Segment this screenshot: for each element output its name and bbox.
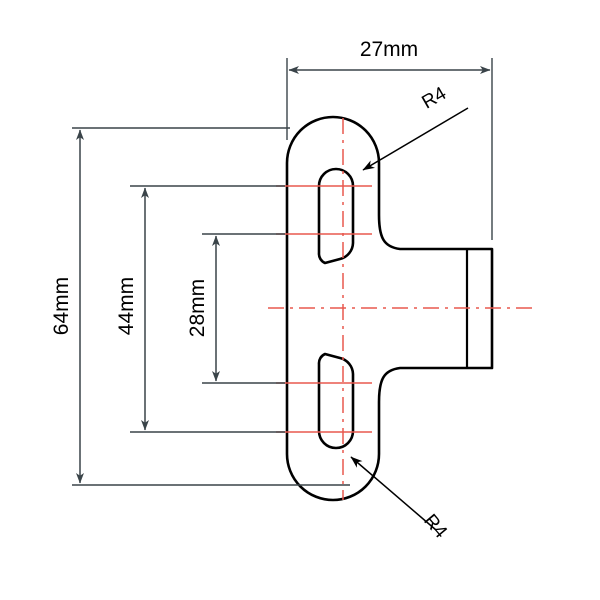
overall-height-label: 64mm [50, 277, 73, 335]
bottom-radius-label: R4 [419, 510, 451, 542]
plate-outline [285, 115, 494, 502]
bottom-radius-leader [350, 456, 437, 531]
overall-width-label: 27mm [360, 38, 418, 61]
slot-inner-span-dimension: 28mm [186, 233, 285, 384]
lower-slot-outline [317, 352, 355, 450]
overall-width-dimension: 27mm [286, 38, 493, 240]
slot-outer-span-dimension: 44mm [115, 185, 285, 433]
upper-elongated-slot [317, 167, 355, 265]
overall-height-dimension: 64mm [50, 127, 350, 486]
top-radius-leader [362, 107, 469, 171]
main-plate-body [285, 115, 494, 502]
bottom-radius-callout: R4 [350, 456, 451, 543]
top-radius-label: R4 [418, 83, 450, 114]
upper-slot-outline [317, 167, 355, 265]
centerlines [268, 118, 533, 500]
lower-elongated-slot [317, 352, 355, 450]
slot-outer-span-label: 44mm [115, 277, 138, 335]
slot-inner-span-label: 28mm [186, 279, 209, 337]
